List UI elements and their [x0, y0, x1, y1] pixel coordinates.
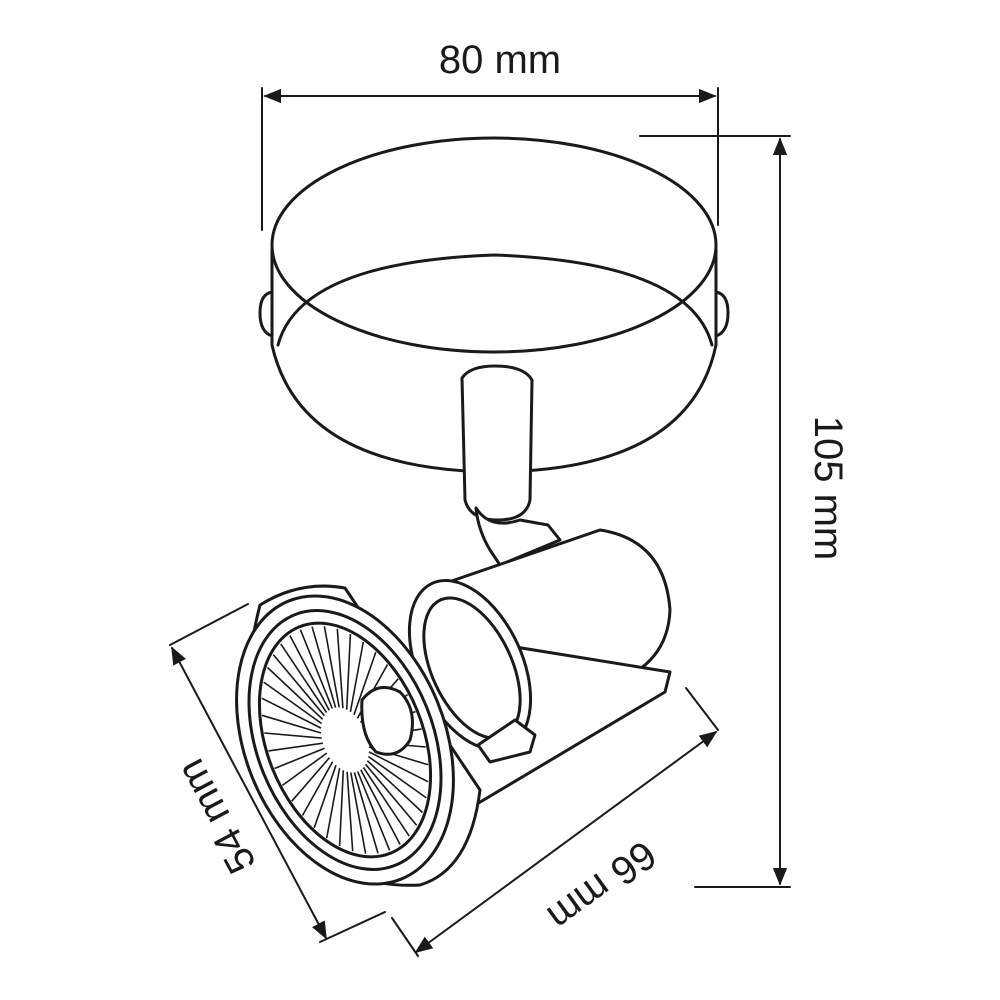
reflector-ray	[325, 767, 341, 839]
height-dimension: 105 mm	[639, 135, 850, 888]
reflector-ray	[362, 766, 410, 837]
reflector-ray	[360, 769, 401, 845]
width-label: 80 mm	[439, 38, 561, 82]
reflector-ray	[350, 772, 367, 854]
mounting-stem	[460, 364, 562, 567]
reflector-ray	[364, 763, 418, 826]
reflector-ray	[336, 628, 344, 709]
reflector-ray	[338, 770, 345, 847]
height-label: 105 mm	[806, 416, 850, 561]
width-dimension: 80 mm	[261, 38, 719, 231]
reflector-ray	[345, 633, 352, 710]
reflector-ray	[366, 760, 424, 814]
reflector-ray	[353, 651, 377, 716]
bulb-icon	[360, 686, 414, 756]
ceiling-canopy	[258, 136, 730, 474]
left-screw-icon	[258, 290, 274, 338]
reflector-ray	[353, 772, 379, 854]
reflector-ray	[346, 771, 354, 852]
reflector-ray	[349, 641, 365, 713]
reflector-ray	[356, 771, 391, 851]
reflector-ray	[323, 626, 340, 708]
right-screw-icon	[714, 290, 730, 338]
